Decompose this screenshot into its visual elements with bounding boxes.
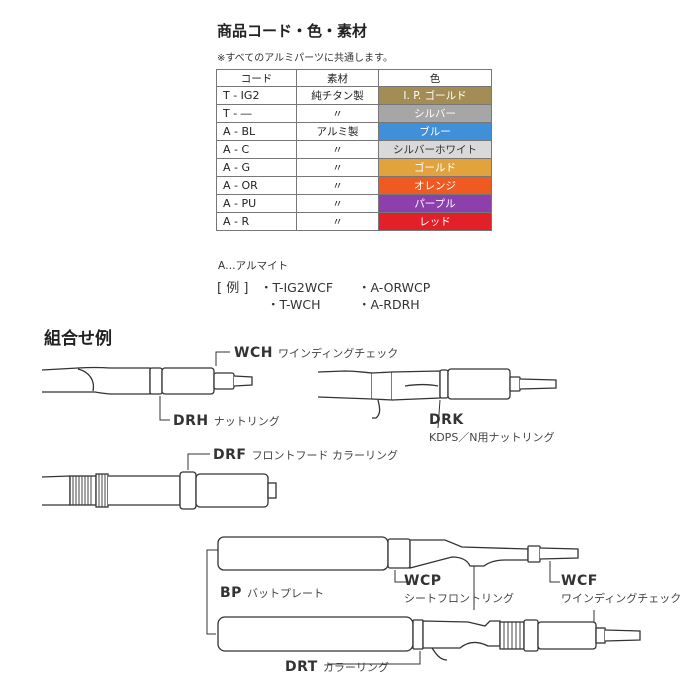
label-wcp: WCP シートフロントリング — [404, 573, 514, 605]
example-label: [ 例 ] — [217, 281, 249, 296]
leader-wcf — [549, 561, 560, 583]
color-swatch-cell: シルバーホワイト — [378, 140, 492, 159]
material-cell: 〃 — [296, 212, 379, 231]
code-cell: A - BL — [216, 122, 297, 141]
rod-diagram-2 — [317, 368, 557, 419]
leader-drt — [328, 651, 421, 665]
leader-drk — [437, 399, 441, 429]
code-cell: A - R — [216, 212, 297, 231]
color-swatch-cell: パープル — [378, 194, 492, 213]
label-drk: DRK KDPS／N用ナットリング — [429, 412, 555, 444]
color-swatch-cell: I. P. ゴールド — [378, 86, 492, 105]
rod-diagram-1 — [41, 366, 253, 395]
leader-wch — [215, 351, 230, 366]
combo-title: 組合せ例 — [44, 329, 112, 349]
table-row: A - OR〃オレンジ — [216, 176, 492, 195]
table-row: A - C〃シルバーホワイト — [216, 140, 492, 159]
table-row: A - R〃レッド — [216, 212, 492, 231]
example-item: ・A-RDRH — [358, 297, 420, 312]
leader-bp — [206, 549, 218, 635]
header-code: コード — [216, 69, 297, 87]
label-wcf: WCF ワインディングチェック — [561, 573, 682, 605]
code-cell: A - G — [216, 158, 297, 177]
leader-drh — [159, 396, 170, 421]
leader-drf — [187, 453, 210, 470]
header-material: 素材 — [296, 69, 379, 87]
label-drf: DRF フロントフード カラーリング — [213, 447, 399, 463]
material-cell: アルミ製 — [296, 122, 379, 141]
leader-wcp — [394, 570, 411, 583]
rod-diagram-4 — [217, 536, 579, 571]
example-item: ・A-ORWCP — [358, 280, 431, 295]
legend-alumite: A…アルマイト — [218, 260, 289, 272]
aluminium-note: ※すべてのアルミパーツに共通します。 — [217, 53, 393, 64]
table-header-row: コード 素材 色 — [216, 69, 492, 87]
example-item: ・T-IG2WCF — [260, 280, 334, 295]
rod-diagram-5 — [217, 616, 641, 661]
rod-diagram-3 — [41, 471, 277, 510]
example-item: ・T-WCH — [267, 297, 321, 312]
table-row: A - PU〃パープル — [216, 194, 492, 213]
page-title: 商品コード・色・素材 — [217, 22, 368, 40]
color-swatch-cell: レッド — [378, 212, 492, 231]
label-drh: DRH ナットリング — [173, 413, 280, 429]
color-swatch-cell: オレンジ — [378, 176, 492, 195]
label-bp: BP バットプレート — [220, 585, 325, 601]
label-drt: DRT カラーリング — [285, 659, 389, 675]
label-wch: WCH ワインディングチェック — [234, 345, 399, 361]
color-swatch-cell: ゴールド — [378, 158, 492, 177]
color-swatch-cell: ブルー — [378, 122, 492, 141]
table-row: A - G〃ゴールド — [216, 158, 492, 177]
